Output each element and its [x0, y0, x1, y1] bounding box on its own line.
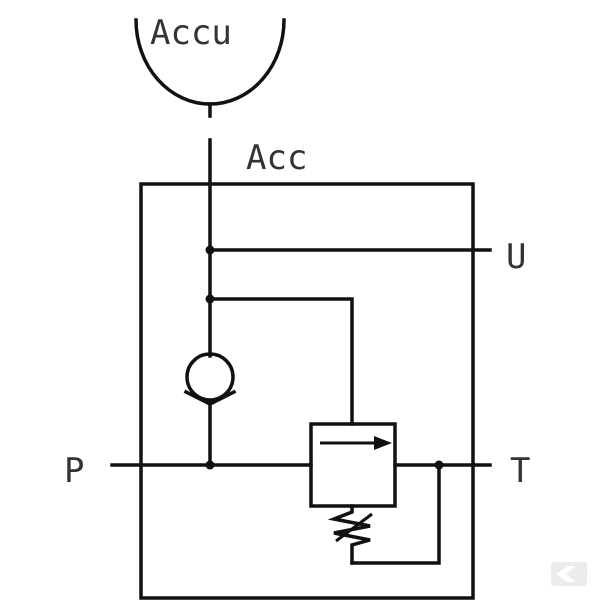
port-p-label: P — [64, 451, 84, 491]
drain-line — [350, 463, 441, 565]
check-valve-icon — [183, 352, 237, 406]
port-u-label: U — [506, 237, 526, 277]
accumulator-label: Accu — [150, 13, 232, 53]
pilot-line — [208, 297, 354, 426]
junction-dot — [205, 245, 215, 255]
accumulator-symbol: Accu — [134, 13, 286, 106]
logo-watermark-icon — [551, 562, 587, 586]
spring-icon — [327, 504, 373, 565]
junction-dot — [205, 460, 215, 470]
junction-dot — [205, 294, 215, 304]
port-t-label: T — [510, 451, 530, 491]
pressure-relief-valve-icon — [309, 422, 397, 508]
valve-block-outline — [139, 182, 475, 600]
acc-port-label: Acc — [246, 138, 307, 178]
